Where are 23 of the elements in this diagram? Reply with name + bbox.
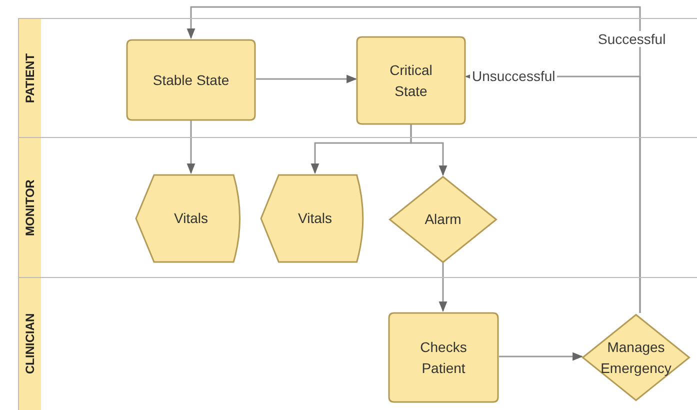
node-label: Alarm xyxy=(424,210,462,230)
arrow xyxy=(186,6,641,313)
edge-label: Unsuccessful xyxy=(470,68,558,84)
arrow xyxy=(410,124,448,176)
decision-diamond xyxy=(582,314,690,401)
process-box xyxy=(356,36,466,125)
lane-label: CLINICIAN xyxy=(18,278,41,410)
node-label: Manages Emergency xyxy=(600,338,672,378)
node-label: Vitals xyxy=(174,209,208,228)
node-label: Vitals xyxy=(298,209,332,228)
decision-diamond xyxy=(389,176,497,263)
node-label: Critical State xyxy=(388,61,434,100)
process-box xyxy=(126,39,256,121)
arrow xyxy=(499,352,584,361)
arrow xyxy=(186,120,196,174)
arrow xyxy=(256,74,358,84)
lane-label: PATIENT xyxy=(18,19,41,137)
arrow xyxy=(438,262,448,312)
node-label: Stable State xyxy=(152,70,230,90)
process-box xyxy=(388,312,499,403)
node-label: Checks Patient xyxy=(419,338,468,378)
lane-label: MONITOR xyxy=(18,138,41,277)
edge-label: Successful xyxy=(596,31,668,47)
